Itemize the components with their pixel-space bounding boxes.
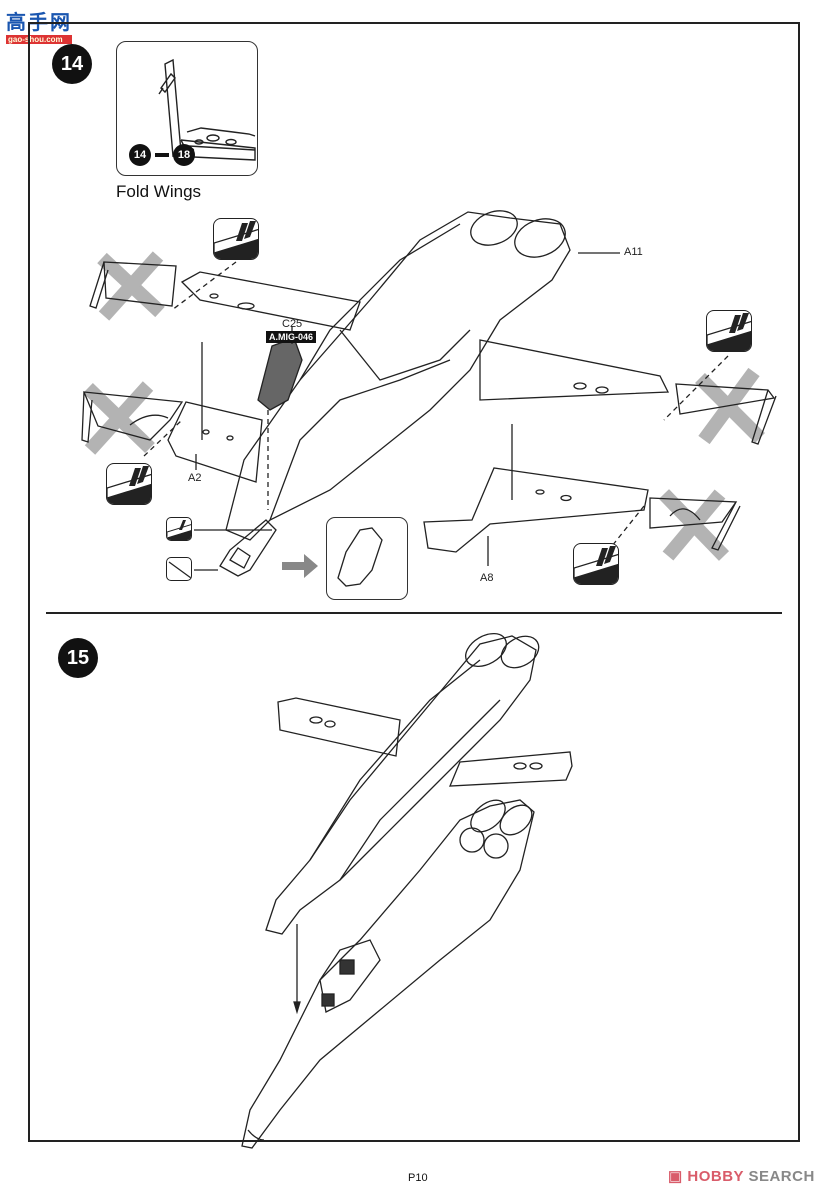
fold-wing-symbol-icon [706, 310, 752, 352]
fold-wings-caption: Fold Wings [116, 182, 202, 201]
range-start: 14 [133, 149, 147, 161]
step-divider [46, 612, 782, 614]
step-14-badge: 14 [52, 44, 92, 84]
step-15-illustration [241, 632, 573, 1149]
part-label-c25: C25 [282, 318, 303, 330]
hobby-search-watermark: ▣ HOBBY SEARCH [668, 1167, 815, 1185]
step-15-badge: 15 [58, 638, 98, 678]
brand-rest: SEARCH [748, 1168, 815, 1185]
nose-detail-box [326, 517, 408, 600]
site-url: gao-shou.com [6, 35, 72, 44]
step-14-number: 14 [60, 52, 84, 75]
instruction-frame [28, 22, 800, 1142]
fold-wing-symbol-icon [106, 463, 152, 505]
fold-wing-symbol-icon [573, 543, 619, 585]
brand-accent: HOBBY [687, 1168, 744, 1185]
do-not-use-x-marks [83, 251, 765, 561]
cut-symbol-icon [166, 557, 192, 581]
fold-wing-symbol-icon [213, 218, 259, 260]
range-end: 18 [177, 149, 191, 161]
range-end-badge: 18 [173, 144, 195, 166]
range-dash [155, 153, 169, 157]
part-label-a2: A2 [188, 472, 202, 484]
fold-wings-inset: 14 18 [116, 41, 258, 176]
detail-arrow [282, 554, 318, 578]
page-number: P10 [408, 1172, 428, 1184]
range-start-badge: 14 [129, 144, 151, 166]
part-label-a11: A11 [624, 246, 643, 258]
step-15-number: 15 [66, 646, 90, 669]
glue-symbol-icon [166, 517, 192, 541]
part-label-a8: A8 [480, 572, 494, 584]
brand-logo-icon: ▣ [668, 1168, 683, 1185]
paint-code-tag: A.MIG-046 [266, 331, 317, 343]
